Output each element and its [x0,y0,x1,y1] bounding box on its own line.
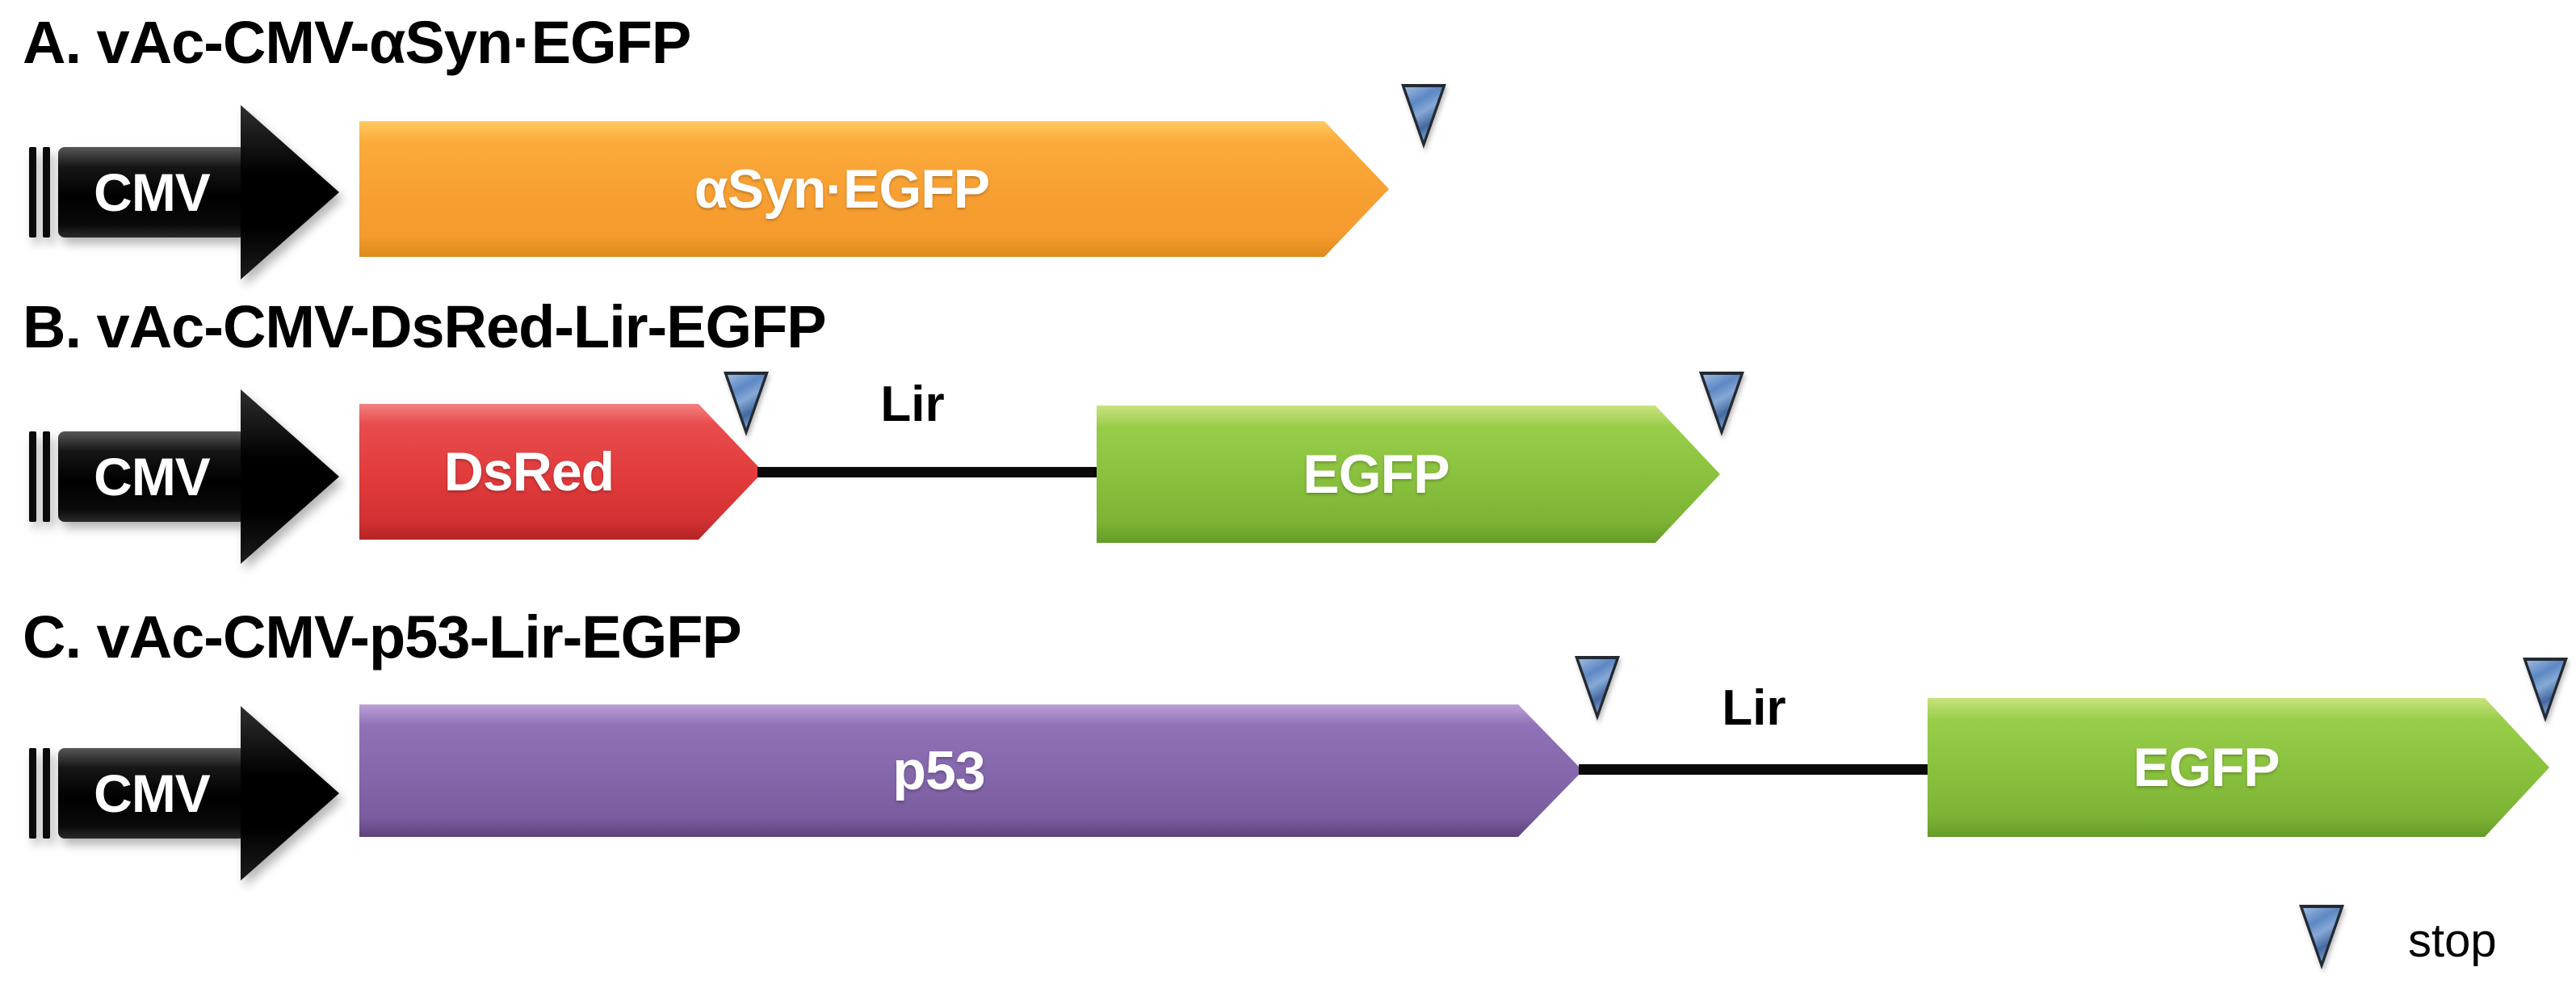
panel-b-cmv-promoter-arrow: CMV [29,389,339,564]
panel-b-linker-line [757,467,1100,477]
cmv-promoter-body: CMV [58,147,245,238]
gene-label: αSyn·EGFP [694,158,990,220]
arrowhead-icon [241,389,339,564]
double-bar-icon [43,147,50,238]
panel-b-title: B. vAc-CMV-DsRed-Lir-EGFP [23,293,827,360]
panel-c-linker-label: Lir [1722,680,1786,736]
gene-label: DsRed [443,441,615,502]
stop-triangle-icon [2523,658,2568,722]
double-bar-icon [43,748,50,839]
panel-c-gene-arrow-p53: p53 [359,704,1583,837]
stop-triangle-icon [1575,656,1620,721]
gene-label: EGFP [1303,444,1450,505]
double-bar-icon [29,147,36,238]
legend-stop-label: stop [2408,914,2497,967]
stop-triangle-icon [1699,372,1744,436]
panel-c-cmv-promoter-arrow: CMV [29,706,339,881]
cmv-promoter-body: CMV [58,748,245,839]
arrowhead-icon [241,706,339,881]
panel-b-linker-label: Lir [880,376,945,432]
panel-b-gene-arrow-egfp: EGFP [1097,406,1720,543]
panel-c-linker-line [1579,764,1930,775]
cmv-promoter-label: CMV [94,763,211,823]
double-bar-icon [29,431,36,522]
arrowhead-icon [241,105,339,280]
legend-stop-triangle-icon [2299,905,2344,969]
panel-c-gene-arrow-egfp: EGFP [1928,698,2549,837]
panel-a-gene-arrow-asyn-egfp: αSyn·EGFP [359,121,1389,257]
double-bar-icon [43,431,50,522]
cmv-promoter-body: CMV [58,431,245,522]
stop-triangle-icon [1401,84,1446,149]
cmv-promoter-label: CMV [94,447,211,507]
panel-a-cmv-promoter-arrow: CMV [29,105,339,280]
double-bar-icon [29,748,36,839]
gene-label: p53 [892,740,985,801]
panel-c-title: C. vAc-CMV-p53-Lir-EGFP [23,603,742,671]
stop-triangle-icon [724,372,769,436]
panel-a-title: A. vAc-CMV-αSyn·EGFP [23,9,691,76]
panel-b-gene-arrow-dsred: DsRed [359,404,763,540]
cmv-promoter-label: CMV [94,162,211,222]
gene-label: EGFP [2133,737,2280,798]
